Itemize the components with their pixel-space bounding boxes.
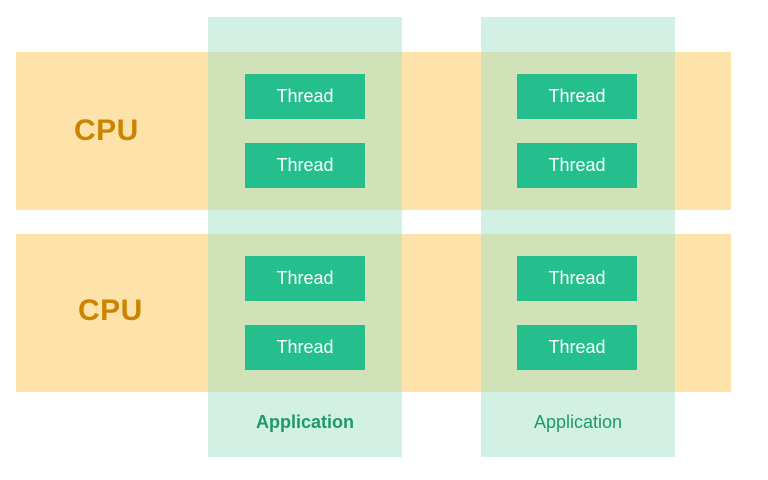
thread-box-app2-cpu2-b: Thread: [517, 325, 637, 370]
cpu-label-2: CPU: [78, 294, 143, 327]
thread-box-app1-cpu1-a: Thread: [245, 74, 365, 119]
thread-box-app2-cpu1-a: Thread: [517, 74, 637, 119]
thread-box-app2-cpu1-b: Thread: [517, 143, 637, 188]
thread-box-app1-cpu2-a: Thread: [245, 256, 365, 301]
thread-box-app2-cpu2-a: Thread: [517, 256, 637, 301]
application-label-1: Application: [256, 412, 354, 432]
application-label-2: Application: [533, 412, 623, 432]
cpu-label-1: CPU: [74, 114, 139, 147]
thread-box-app1-cpu2-b: Thread: [245, 325, 365, 370]
thread-box-app1-cpu1-b: Thread: [245, 143, 365, 188]
